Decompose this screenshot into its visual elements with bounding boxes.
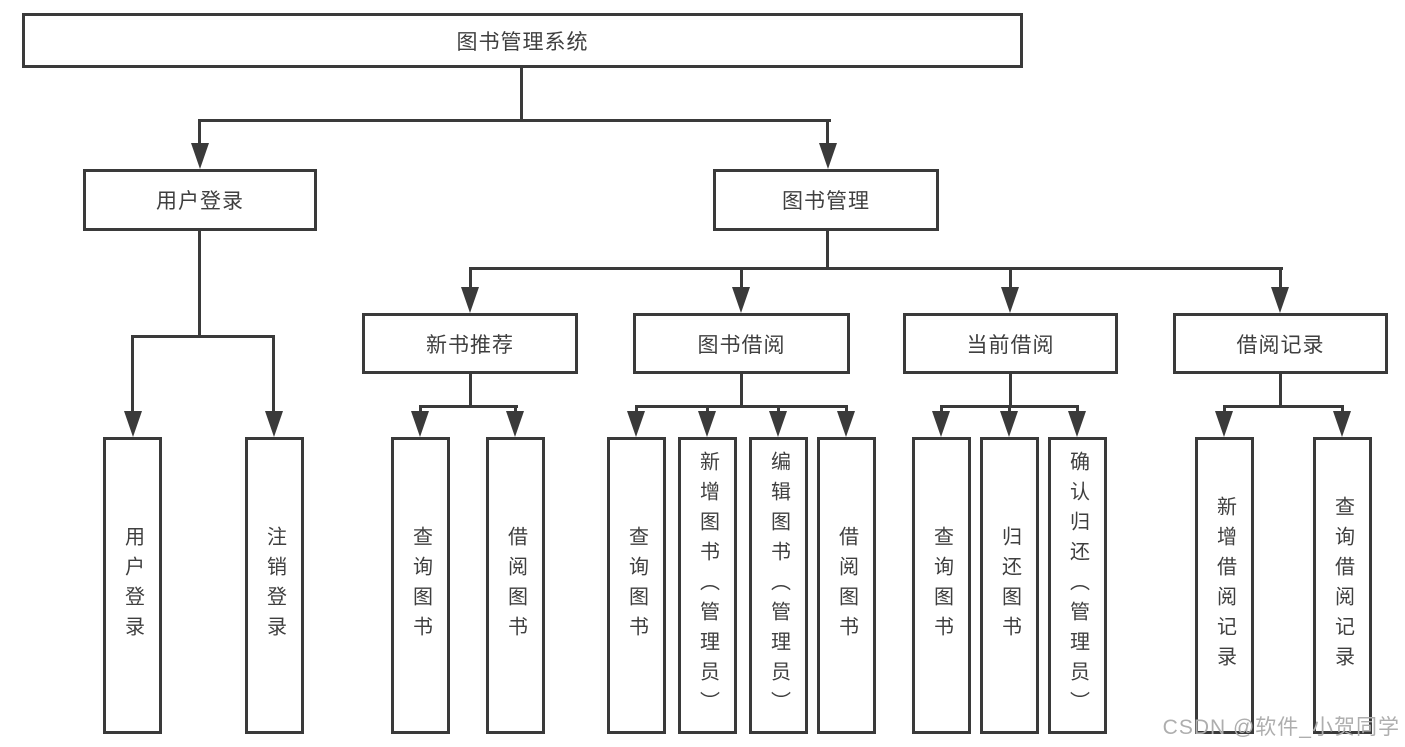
arrowhead-recommend-2 (506, 411, 524, 437)
arrowhead-borrow-2 (698, 411, 716, 437)
edge-to-recommend-shaft (469, 267, 472, 291)
arrowhead-to-borrow (732, 287, 750, 313)
edge-borrow-branch (635, 405, 848, 408)
leaf-borrow-borrow-books-label: 借阅图书 (835, 525, 858, 646)
leaf-current-query-books: 查询图书 (912, 437, 971, 734)
leaf-user-login-label: 用户登录 (121, 525, 144, 646)
leaf-logout-label: 注销登录 (263, 525, 286, 646)
leaf-recommend-query-books: 查询图书 (391, 437, 450, 734)
node-book-management-label: 图书管理 (782, 190, 870, 213)
edge-borrow-shaft-1 (635, 405, 638, 415)
edge-root-branch (199, 119, 831, 122)
edge-recommend-branch (419, 405, 518, 408)
node-book-borrow-label: 图书借阅 (697, 333, 786, 357)
node-user-login-label: 用户登录 (156, 190, 244, 213)
edge-to-user-login-shaft (198, 119, 201, 147)
node-new-book-recommend-label: 新书推荐 (426, 333, 514, 357)
node-book-borrow: 图书借阅 (633, 313, 850, 374)
edge-user-login-stem (198, 231, 201, 338)
arrowhead-current-2 (1000, 411, 1018, 437)
edge-recommend-shaft-1 (419, 405, 422, 415)
edge-to-leaf-logout-shaft (272, 335, 275, 413)
arrowhead-to-book-management (819, 143, 837, 169)
node-root: 图书管理系统 (22, 13, 1023, 68)
arrowhead-records-2 (1333, 411, 1351, 437)
edge-borrow-shaft-3 (777, 405, 780, 415)
leaf-user-login: 用户登录 (103, 437, 162, 734)
edge-borrow-stem (740, 374, 743, 408)
leaf-records-query-record: 查询借阅记录 (1313, 437, 1372, 734)
edge-user-login-branch (131, 335, 275, 338)
node-borrow-records: 借阅记录 (1173, 313, 1388, 374)
edge-current-shaft-1 (940, 405, 943, 415)
edge-borrow-shaft-2 (706, 405, 709, 415)
arrowhead-to-current (1001, 287, 1019, 313)
edge-book-management-stem (826, 231, 829, 270)
leaf-records-add-record: 新增借阅记录 (1195, 437, 1254, 734)
edge-to-book-management-shaft (826, 119, 829, 147)
edge-recommend-shaft-2 (514, 405, 517, 415)
arrowhead-to-records (1271, 287, 1289, 313)
node-book-management: 图书管理 (713, 169, 939, 231)
arrowhead-current-1 (932, 411, 950, 437)
arrowhead-to-recommend (461, 287, 479, 313)
node-borrow-records-label: 借阅记录 (1236, 333, 1325, 357)
arrowhead-borrow-1 (627, 411, 645, 437)
edge-records-shaft-2 (1341, 405, 1344, 415)
arrowhead-borrow-3 (769, 411, 787, 437)
edge-borrow-shaft-4 (845, 405, 848, 415)
leaf-borrow-borrow-books: 借阅图书 (817, 437, 876, 734)
leaf-current-confirm-return-admin-label: 确认归还（管理员） (1066, 450, 1089, 721)
edge-records-branch (1223, 405, 1344, 408)
node-new-book-recommend: 新书推荐 (362, 313, 578, 374)
leaf-borrow-add-books-admin-label: 新增图书（管理员） (696, 450, 719, 721)
arrowhead-records-1 (1215, 411, 1233, 437)
edge-to-borrow-shaft (740, 267, 743, 291)
arrowhead-to-user-login (191, 143, 209, 169)
edge-recommend-stem (469, 374, 472, 408)
leaf-current-query-books-label: 查询图书 (930, 525, 953, 646)
edge-records-shaft-1 (1223, 405, 1226, 415)
node-root-label: 图书管理系统 (456, 30, 589, 54)
arrowhead-to-leaf-logout (265, 411, 283, 437)
watermark: CSDN @软件_小贺同学 (1162, 716, 1400, 739)
arrowhead-recommend-1 (411, 411, 429, 437)
leaf-recommend-query-books-label: 查询图书 (409, 525, 432, 646)
edge-root-stem (520, 66, 523, 121)
leaf-records-add-record-label: 新增借阅记录 (1213, 495, 1236, 676)
edge-records-stem (1279, 374, 1282, 408)
leaf-records-query-record-label: 查询借阅记录 (1331, 495, 1354, 676)
arrowhead-to-leaf-login (124, 411, 142, 437)
edge-current-shaft-2 (1008, 405, 1011, 415)
leaf-borrow-add-books-admin: 新增图书（管理员） (678, 437, 737, 734)
leaf-borrow-query-books: 查询图书 (607, 437, 666, 734)
leaf-current-confirm-return-admin: 确认归还（管理员） (1048, 437, 1107, 734)
edge-current-stem (1009, 374, 1012, 408)
leaf-logout: 注销登录 (245, 437, 304, 734)
edge-to-current-shaft (1009, 267, 1012, 291)
edge-current-shaft-3 (1076, 405, 1079, 415)
edge-to-leaf-login-shaft (131, 335, 134, 413)
arrowhead-current-3 (1068, 411, 1086, 437)
leaf-recommend-borrow-books-label: 借阅图书 (504, 525, 527, 646)
edge-to-records-shaft (1279, 267, 1282, 291)
node-user-login: 用户登录 (83, 169, 317, 231)
leaf-borrow-query-books-label: 查询图书 (625, 525, 648, 646)
leaf-current-return-books-label: 归还图书 (998, 525, 1021, 646)
edge-book-management-branch (469, 267, 1283, 270)
node-current-borrow: 当前借阅 (903, 313, 1118, 374)
node-current-borrow-label: 当前借阅 (966, 333, 1055, 357)
leaf-current-return-books: 归还图书 (980, 437, 1039, 734)
leaf-recommend-borrow-books: 借阅图书 (486, 437, 545, 734)
arrowhead-borrow-4 (837, 411, 855, 437)
leaf-borrow-edit-books-admin-label: 编辑图书（管理员） (767, 450, 790, 721)
leaf-borrow-edit-books-admin: 编辑图书（管理员） (749, 437, 808, 734)
